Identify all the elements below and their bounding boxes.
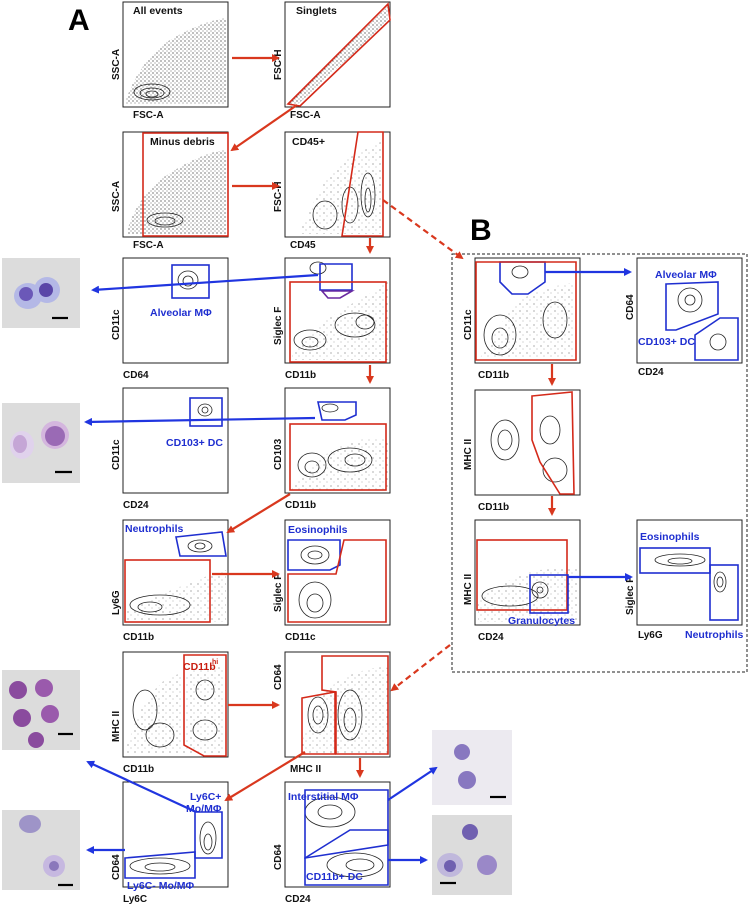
y-axis-label: CD64 [625,294,636,320]
plot-title: CD11b [183,661,216,673]
y-axis-label: CD64 [273,664,284,690]
x-axis-label: CD11b [285,370,316,381]
plot-siglecf-cd11b: CD11b Siglec F [273,257,391,381]
x-axis-label: CD24 [478,632,504,643]
plot-title: CD45+ [292,136,325,148]
x-axis-label: Ly6G [638,630,663,641]
y-axis-label: FSC-H [273,181,284,212]
micrograph-cd11b-dc [432,815,512,895]
plot-title: All events [133,5,183,17]
plot-title-top: Ly6C+ [190,791,221,803]
plot-b-alveolar: Alveolar MΦ CD103+ DC CD24 CD64 [625,257,743,378]
x-axis-label: CD11b [123,764,154,775]
plot-eosinophils: Eosinophils CD11c Siglec F [273,519,391,643]
plot-title-bottom: Ly6C- Mo/MΦ [127,880,195,892]
y-axis-label: CD64 [273,844,284,870]
plot-title-top: Alveolar MΦ [655,269,717,281]
micrograph-alveolar-macrophage [2,258,80,328]
y-axis-label: CD11c [463,309,474,340]
panel-letter-a: A [68,4,90,37]
y-axis-label: Siglec F [625,577,636,615]
x-axis-label: CD11b [478,370,509,381]
plot-title: Minus debris [150,136,215,148]
plot-b-eosinophils: Eosinophils Neutrophils Ly6G Siglec F [625,519,743,641]
plot-title: Granulocytes [508,615,575,627]
panel-b-frame [451,253,748,673]
panel-letter-b: B [470,214,492,247]
plot-cd45: CD45+ CD45 FSC-H [273,131,391,251]
y-axis-label: SSC-A [111,181,122,212]
gating-arrows [84,54,633,864]
y-axis-label: SSC-A [111,49,122,80]
x-axis-label: CD64 [123,370,149,381]
y-axis-label: MHC II [111,711,122,742]
x-axis-label: FSC-A [133,110,164,121]
y-axis-label: CD11c [111,309,122,340]
plot-title-bottom: CD11b+ DC [306,871,363,883]
plot-title-superscript: hi [212,659,218,666]
plot-title: CD103+ DC [166,437,223,449]
plot-title-top: Eosinophils [640,531,700,543]
x-axis-label: CD45 [290,240,316,251]
micrograph-cd103-dc [2,403,80,483]
plot-singlets: Singlets FSC-A FSC-H [273,1,391,121]
x-axis-label: CD11b [285,500,316,511]
plot-title-bottom: CD103+ DC [638,336,695,348]
x-axis-label: CD11c [285,632,316,643]
plot-cd103-cd11b: CD11b CD103 [273,387,391,511]
plot-title: Singlets [296,5,337,17]
micrograph-mo-1 [2,670,80,750]
plot-interstitial: Interstitial MΦ CD11b+ DC CD24 CD64 [273,781,391,904]
x-axis-label: FSC-A [290,110,321,121]
micrograph-interstitial-macrophage [432,730,512,805]
x-axis-label: Ly6C [123,894,147,904]
plot-b-cd11c-cd11b: CD11b CD11c [463,257,581,381]
plot-title: Neutrophils [125,523,183,535]
plot-cd11b-hi: CD11b hi CD11b MHC II [111,651,229,775]
plot-neutrophils: Neutrophils CD11b Ly6G [111,519,229,643]
y-axis-label: CD103 [273,438,284,470]
x-axis-label: MHC II [290,764,321,775]
plot-title-bottom: Neutrophils [685,629,743,641]
plot-b-granulocytes: Granulocytes CD24 MHC II [463,519,581,643]
x-axis-label: CD11b [123,632,154,643]
x-axis-label: CD24 [638,367,664,378]
plot-b-mhcii: CD11b MHC II [463,389,581,513]
y-axis-label: Siglec F [273,574,284,612]
y-axis-label: FSC-H [273,49,284,80]
y-axis-label: Siglec F [273,307,284,345]
x-axis-label: CD11b [478,502,509,513]
plot-title: Eosinophils [288,524,348,536]
y-axis-label: Ly6G [111,590,122,615]
plot-cd64-mhcii: MHC II CD64 [273,651,391,775]
plot-title-top: Interstitial MΦ [288,791,359,803]
plot-title: Alveolar MΦ [150,307,212,319]
x-axis-label: FSC-A [133,240,164,251]
x-axis-label: CD24 [285,894,311,904]
micrograph-mo-2 [2,810,80,890]
y-axis-label: CD64 [111,854,122,880]
x-axis-label: CD24 [123,500,149,511]
y-axis-label: MHC II [463,574,474,605]
plot-all-events: All events FSC-A SSC-A [111,1,229,121]
plot-minus-debris: Minus debris FSC-A SSC-A [111,131,229,251]
y-axis-label: MHC II [463,439,474,470]
plot-cd103-dc: CD103+ DC CD24 CD11c [111,387,229,511]
plot-alveolar-macrophage: Alveolar MΦ CD64 CD11c [111,257,229,381]
y-axis-label: CD11c [111,439,122,470]
